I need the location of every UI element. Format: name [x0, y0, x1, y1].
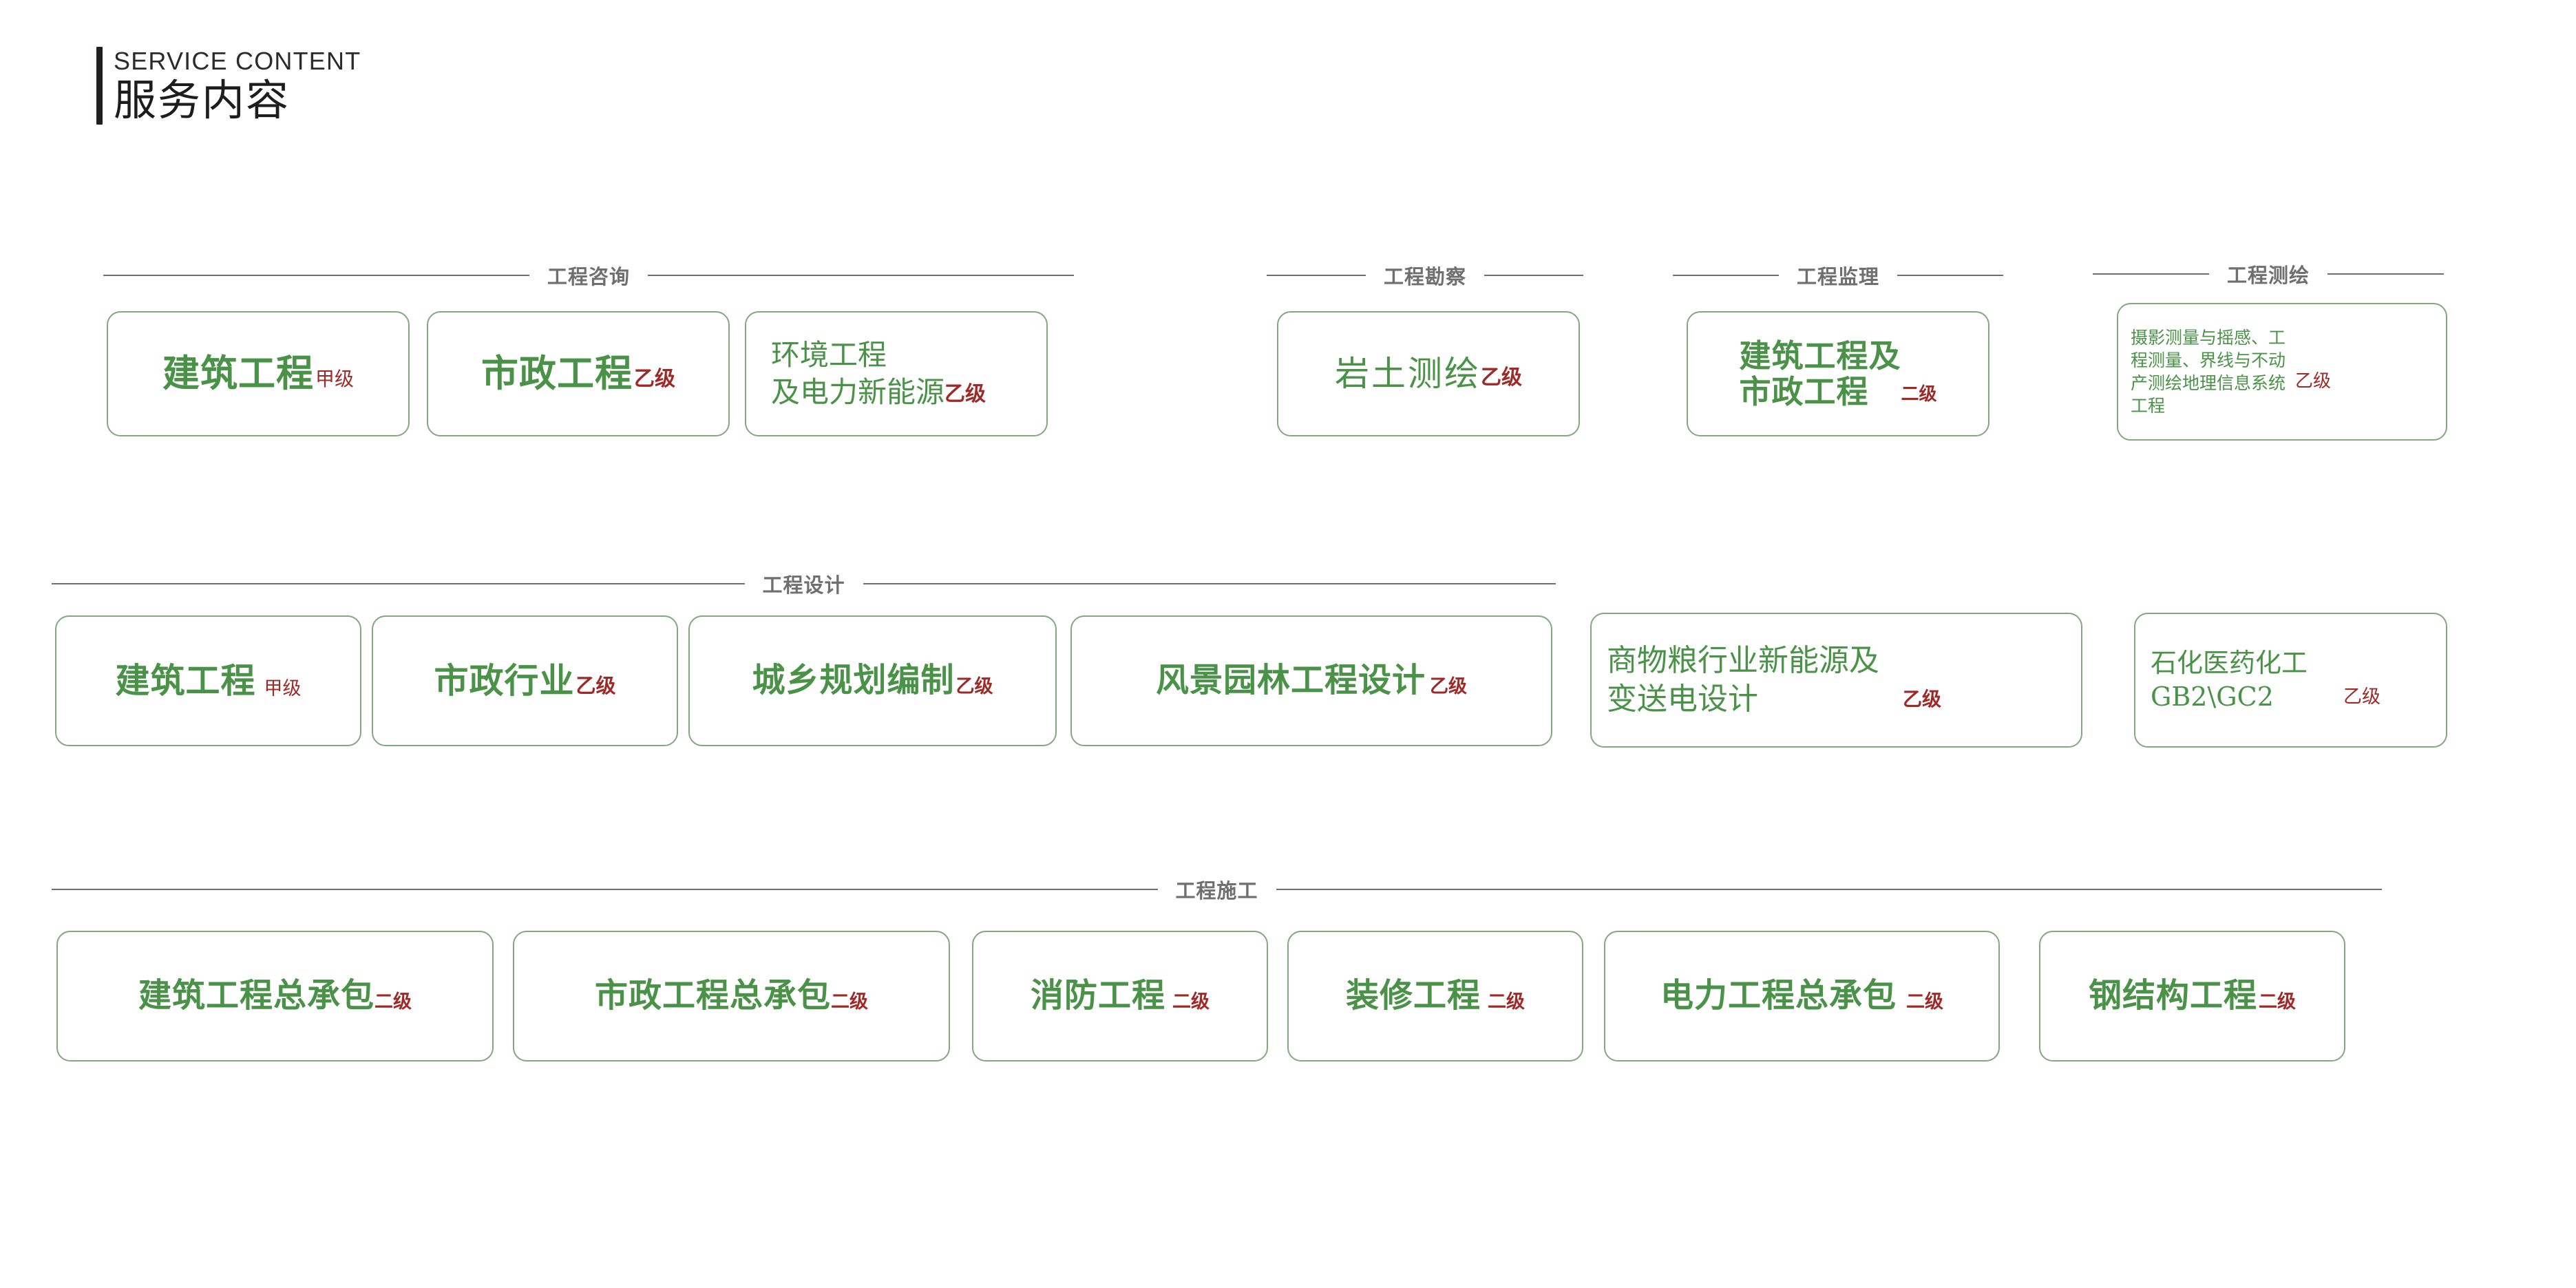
service-card[interactable]: 钢结构工程 二级: [2039, 931, 2345, 1062]
section-label: 工程勘察: [1384, 265, 1467, 288]
card-title: 消防工程: [1030, 976, 1165, 1015]
section-rule-right: [1897, 275, 2004, 276]
card-title: 建筑工程: [162, 351, 314, 395]
card-grade: 二级: [374, 991, 412, 1013]
card-grade: 乙级: [576, 674, 616, 697]
service-card[interactable]: 建筑工程 甲级: [107, 311, 410, 436]
service-card[interactable]: 建筑工程总承包 二级: [56, 931, 494, 1062]
section-rule-left: [52, 583, 745, 584]
section-header-engineering-consulting: 工程咨询: [103, 262, 1075, 289]
section-header-engineering-design: 工程设计: [52, 570, 1556, 598]
service-card[interactable]: 建筑工程及 市政工程 二级: [1687, 311, 1989, 436]
service-card[interactable]: 商物粮行业新能源及 变送电设计 乙级: [1590, 613, 2082, 748]
card-grade: 乙级: [2295, 370, 2332, 392]
service-card[interactable]: 摄影测量与摇感、工 程测量、界线与不动 产测绘地理信息系统 工程 乙级: [2117, 303, 2447, 441]
card-title: 城乡规划编制: [752, 661, 955, 700]
service-card[interactable]: 装修工程 二级: [1287, 931, 1583, 1062]
section-label: 工程测绘: [2227, 264, 2310, 287]
card-grade: 乙级: [944, 381, 986, 406]
card-title: 建筑工程及 市政工程: [1739, 337, 1901, 410]
section-rule-left: [1267, 275, 1366, 276]
card-grade: 二级: [1488, 991, 1525, 1013]
service-card[interactable]: 电力工程总承包 二级: [1604, 931, 2000, 1062]
service-card[interactable]: 市政工程 乙级: [427, 311, 730, 436]
card-title: 环境工程 及电力新能源: [771, 338, 945, 409]
card-grade: 二级: [1901, 384, 1937, 405]
section-header-engineering-construction: 工程施工: [52, 876, 2383, 903]
header-accent-bar: [96, 47, 103, 125]
service-card[interactable]: 石化医药化工 GB2\GC2 乙级: [2134, 613, 2447, 748]
card-title: 岩土测绘: [1335, 354, 1481, 394]
section-label: 工程监理: [1797, 265, 1880, 288]
card-grade: 甲级: [315, 368, 354, 391]
service-card[interactable]: 消防工程 二级: [972, 931, 1268, 1062]
section-label: 工程施工: [1175, 879, 1258, 902]
section-header-engineering-supervision: 工程监理: [1673, 262, 2004, 289]
card-grade: 二级: [1906, 991, 1943, 1013]
section-rule-right: [863, 583, 1556, 584]
card-title: 建筑工程: [115, 661, 256, 701]
service-card[interactable]: 城乡规划编制 乙级: [688, 615, 1057, 746]
section-label: 工程咨询: [547, 265, 631, 288]
service-card[interactable]: 市政行业 乙级: [372, 615, 678, 746]
card-title: 电力工程总承包: [1660, 976, 1897, 1015]
card-title: 建筑工程总承包: [138, 976, 374, 1015]
card-title: 市政工程总承包: [594, 976, 831, 1015]
card-title: 摄影测量与摇感、工 程测量、界线与不动 产测绘地理信息系统 工程: [2131, 328, 2286, 416]
card-title: 商物粮行业新能源及 变送电设计: [1607, 642, 1879, 717]
service-card[interactable]: 市政工程总承包 二级: [513, 931, 950, 1062]
card-grade: 乙级: [956, 675, 993, 697]
card-grade: 乙级: [1430, 675, 1467, 697]
card-title: 石化医药化工 GB2\GC2: [2151, 647, 2308, 712]
card-grade: 二级: [1172, 991, 1210, 1013]
section-rule-right: [1484, 275, 1584, 276]
section-rule-left: [52, 889, 1158, 890]
section-rule-left: [1673, 275, 1779, 276]
card-grade: 乙级: [1903, 688, 1942, 711]
card-title: 风景园林工程设计: [1155, 661, 1426, 700]
service-card[interactable]: 风景园林工程设计 乙级: [1070, 615, 1552, 746]
section-rule-right: [1276, 889, 2383, 890]
section-rule-left: [103, 275, 529, 276]
page-header: SERVICE CONTENT 服务内容: [96, 47, 361, 125]
card-grade: 甲级: [264, 678, 302, 699]
card-grade: 二级: [2259, 991, 2296, 1013]
section-rule-right: [648, 275, 1075, 276]
card-grade: 乙级: [1481, 366, 1522, 390]
section-label: 工程设计: [762, 573, 845, 597]
service-card[interactable]: 建筑工程 甲级: [55, 615, 361, 746]
service-card[interactable]: 环境工程 及电力新能源 乙级: [745, 311, 1048, 436]
card-title: 钢结构工程: [2088, 976, 2257, 1015]
section-header-engineering-mapping: 工程测绘: [2093, 260, 2445, 288]
section-header-engineering-survey: 工程勘察: [1267, 262, 1584, 289]
section-rule-left: [2093, 273, 2209, 275]
service-card[interactable]: 岩土测绘 乙级: [1277, 311, 1580, 436]
card-title: 市政行业: [434, 661, 575, 701]
card-title: 装修工程: [1345, 976, 1481, 1015]
header-text-group: SERVICE CONTENT 服务内容: [114, 47, 361, 125]
card-grade: 乙级: [634, 367, 675, 392]
page-title-english: SERVICE CONTENT: [114, 47, 361, 75]
card-title: 市政工程: [481, 351, 633, 395]
section-rule-right: [2327, 273, 2445, 275]
page-title-chinese: 服务内容: [114, 75, 291, 126]
card-grade: 二级: [831, 991, 868, 1013]
card-grade: 乙级: [2343, 686, 2381, 708]
